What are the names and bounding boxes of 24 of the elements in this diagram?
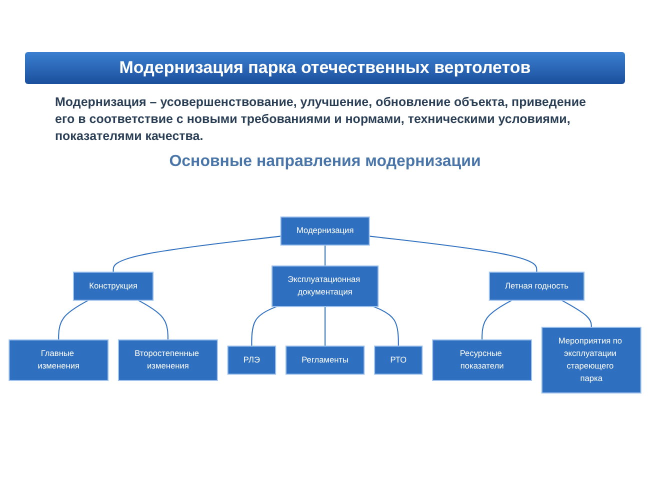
connector	[373, 306, 399, 346]
title-banner: Модернизация парка отечественных вертолетов	[25, 52, 625, 84]
description-text: Модернизация – усовершенствование, улучшение, обновление объекта, приведение его в соответствие с новыми требованиями и нормами, техническими условиями, показателями качества.	[55, 94, 587, 145]
node-box: Регламенты	[285, 345, 365, 374]
node-box: Ресурсные показатели	[432, 338, 532, 381]
connector	[324, 306, 326, 346]
connector	[112, 235, 281, 272]
connector	[138, 299, 168, 340]
connector	[561, 299, 592, 327]
node-box: Летная годность	[488, 271, 585, 300]
connector	[482, 299, 512, 340]
node-box: Мероприятия по эксплуатации стареющего парка	[541, 326, 642, 394]
node-box: Модернизация	[280, 216, 370, 246]
connector	[369, 235, 538, 272]
node-box: Эксплуатационная документация	[272, 265, 379, 307]
node-box: Конструкция	[72, 271, 154, 300]
subheading: Основные направления модернизации	[168, 152, 482, 171]
connector	[58, 299, 89, 340]
node-box: Главные изменения	[8, 338, 109, 381]
node-box: РТО	[374, 345, 423, 374]
node-box: Второстепенные изменения	[118, 338, 218, 381]
connector	[251, 306, 277, 346]
node-box: РЛЭ	[227, 345, 276, 374]
connector	[324, 244, 326, 266]
